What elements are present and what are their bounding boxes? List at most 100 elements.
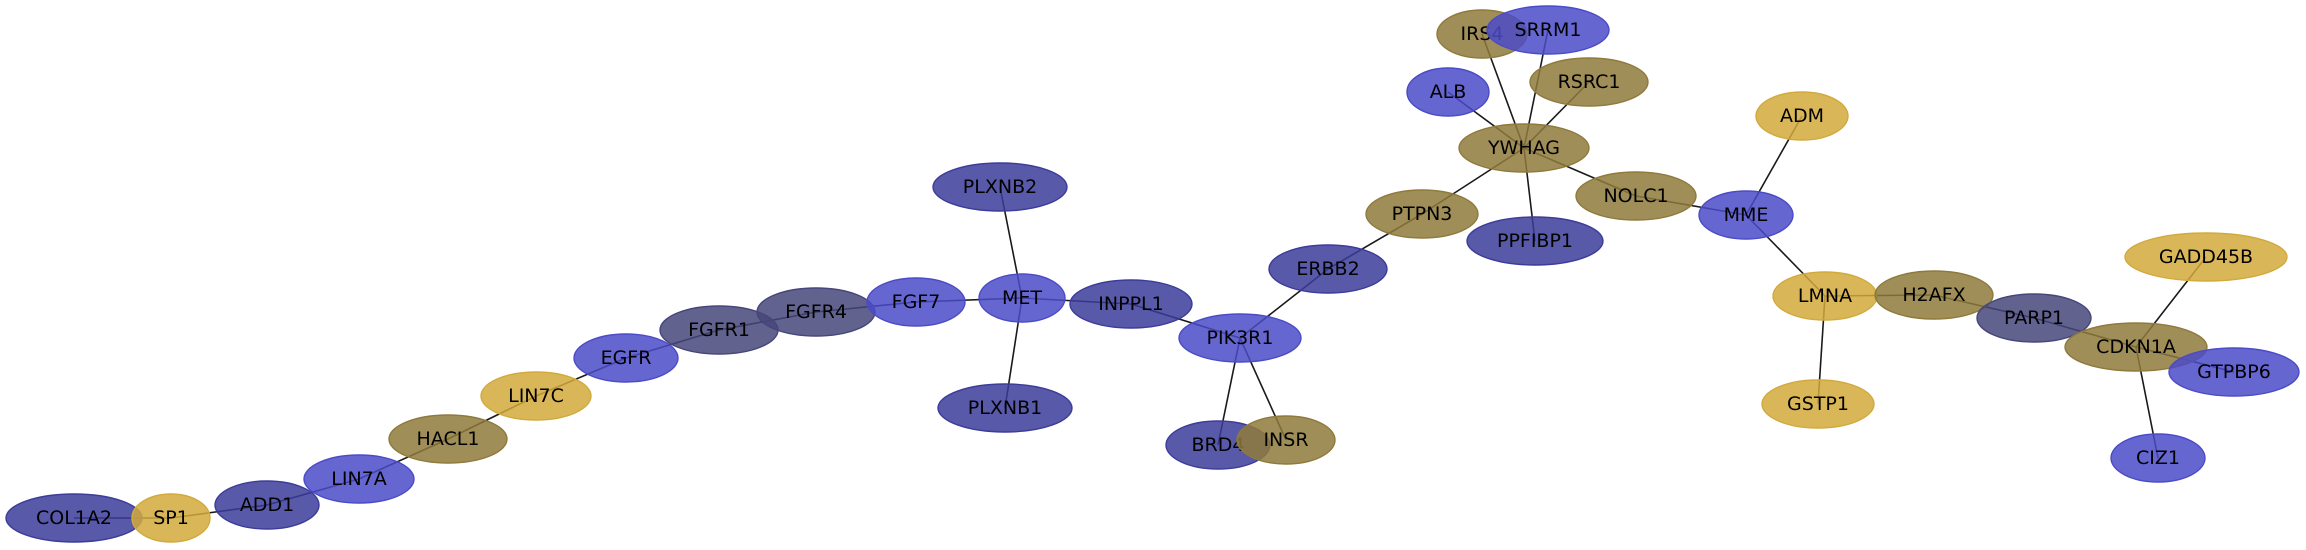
node-label: MET (1002, 287, 1042, 309)
node-label: ADD1 (240, 494, 294, 516)
node-ppfibp1[interactable]: PPFIBP1 (1466, 216, 1604, 266)
node-ellipse (131, 493, 211, 543)
node-label: PLXNB1 (968, 397, 1042, 419)
node-ellipse (1529, 57, 1649, 107)
node-ellipse (2168, 347, 2300, 397)
node-label: RSRC1 (1558, 71, 1621, 93)
node-ellipse (480, 371, 592, 421)
node-ptpn3[interactable]: PTPN3 (1365, 189, 1479, 239)
node-label: ALB (1430, 81, 1467, 103)
node-ellipse (2064, 322, 2208, 372)
node-ellipse (1268, 244, 1388, 294)
node-rsrc1[interactable]: RSRC1 (1529, 57, 1649, 107)
node-col1a2[interactable]: COL1A2 (5, 493, 143, 543)
node-ellipse (1976, 293, 2092, 343)
node-erbb2[interactable]: ERBB2 (1268, 244, 1388, 294)
node-label: PARP1 (2004, 307, 2064, 329)
node-gstp1[interactable]: GSTP1 (1761, 379, 1875, 429)
node-sp1[interactable]: SP1 (131, 493, 211, 543)
node-label: PIK3R1 (1207, 327, 1274, 349)
node-label: COL1A2 (36, 507, 112, 529)
node-ellipse (1466, 216, 1604, 266)
node-gadd45b[interactable]: GADD45B (2124, 232, 2288, 282)
node-gtpbp6[interactable]: GTPBP6 (2168, 347, 2300, 397)
node-ellipse (1178, 313, 1302, 363)
node-label: GADD45B (2159, 246, 2253, 268)
node-ellipse (2110, 433, 2206, 483)
node-label: YWHAG (1487, 137, 1560, 159)
node-label: SRRM1 (1515, 19, 1582, 41)
node-ellipse (1069, 279, 1193, 329)
node-ellipse (937, 383, 1073, 433)
node-lin7a[interactable]: LIN7A (303, 454, 415, 504)
node-ellipse (1365, 189, 1479, 239)
node-label: PTPN3 (1392, 203, 1453, 225)
node-label: PPFIBP1 (1497, 230, 1573, 252)
node-label: FGFR1 (688, 319, 750, 341)
node-ellipse (1406, 67, 1490, 117)
node-add1[interactable]: ADD1 (214, 480, 320, 530)
node-egfr[interactable]: EGFR (573, 333, 679, 383)
node-label: NOLC1 (1603, 185, 1668, 207)
node-label: LIN7A (331, 468, 387, 490)
node-fgfr4[interactable]: FGFR4 (756, 287, 876, 337)
node-ywhag[interactable]: YWHAG (1458, 123, 1590, 173)
node-label: FGFR4 (785, 301, 847, 323)
node-ellipse (1761, 379, 1875, 429)
node-ellipse (866, 277, 966, 327)
node-label: CIZ1 (2136, 447, 2180, 469)
node-parp1[interactable]: PARP1 (1976, 293, 2092, 343)
node-ellipse (978, 273, 1066, 323)
node-label: LIN7C (508, 385, 564, 407)
node-hacl1[interactable]: HACL1 (388, 414, 508, 464)
node-plxnb1[interactable]: PLXNB1 (937, 383, 1073, 433)
node-insr[interactable]: INSR (1236, 415, 1336, 465)
node-mme[interactable]: MME (1698, 190, 1794, 240)
node-label: MME (1724, 204, 1769, 226)
node-label: SP1 (153, 507, 189, 529)
node-ellipse (1874, 270, 1994, 320)
node-ellipse (1486, 5, 1610, 55)
node-label: H2AFX (1902, 284, 1965, 306)
node-fgfr1[interactable]: FGFR1 (659, 305, 779, 355)
node-cdkn1a[interactable]: CDKN1A (2064, 322, 2208, 372)
node-layer: COL1A2 SP1 ADD1 LIN7A HACL1 LIN7C EGFR FGFR1 FGF… (5, 5, 2300, 543)
node-label: GTPBP6 (2197, 361, 2271, 383)
node-ciz1[interactable]: CIZ1 (2110, 433, 2206, 483)
node-h2afx[interactable]: H2AFX (1874, 270, 1994, 320)
node-srrm1[interactable]: SRRM1 (1486, 5, 1610, 55)
node-ellipse (388, 414, 508, 464)
node-ellipse (303, 454, 415, 504)
node-met[interactable]: MET (978, 273, 1066, 323)
node-ellipse (573, 333, 679, 383)
node-label: BRD4 (1192, 434, 1245, 456)
node-ellipse (214, 480, 320, 530)
node-adm[interactable]: ADM (1755, 91, 1849, 141)
node-inppl1[interactable]: INPPL1 (1069, 279, 1193, 329)
node-ellipse (1236, 415, 1336, 465)
node-label: ADM (1780, 105, 1824, 127)
node-plxnb2[interactable]: PLXNB2 (932, 162, 1068, 212)
node-label: LMNA (1798, 285, 1852, 307)
node-ellipse (1575, 171, 1697, 221)
node-ellipse (1698, 190, 1794, 240)
node-label: FGF7 (892, 291, 941, 313)
node-pik3r1[interactable]: PIK3R1 (1178, 313, 1302, 363)
node-nolc1[interactable]: NOLC1 (1575, 171, 1697, 221)
node-label: GSTP1 (1787, 393, 1849, 415)
node-alb[interactable]: ALB (1406, 67, 1490, 117)
node-label: INSR (1263, 429, 1308, 451)
node-label: INPPL1 (1098, 293, 1163, 315)
node-label: ERBB2 (1296, 258, 1359, 280)
node-lin7c[interactable]: LIN7C (480, 371, 592, 421)
node-ellipse (1755, 91, 1849, 141)
node-fgf7[interactable]: FGF7 (866, 277, 966, 327)
node-label: HACL1 (417, 428, 480, 450)
node-ellipse (1458, 123, 1590, 173)
node-label: CDKN1A (2096, 336, 2176, 358)
node-label: PLXNB2 (963, 176, 1037, 198)
node-lmna[interactable]: LMNA (1772, 271, 1878, 321)
node-ellipse (932, 162, 1068, 212)
node-ellipse (2124, 232, 2288, 282)
